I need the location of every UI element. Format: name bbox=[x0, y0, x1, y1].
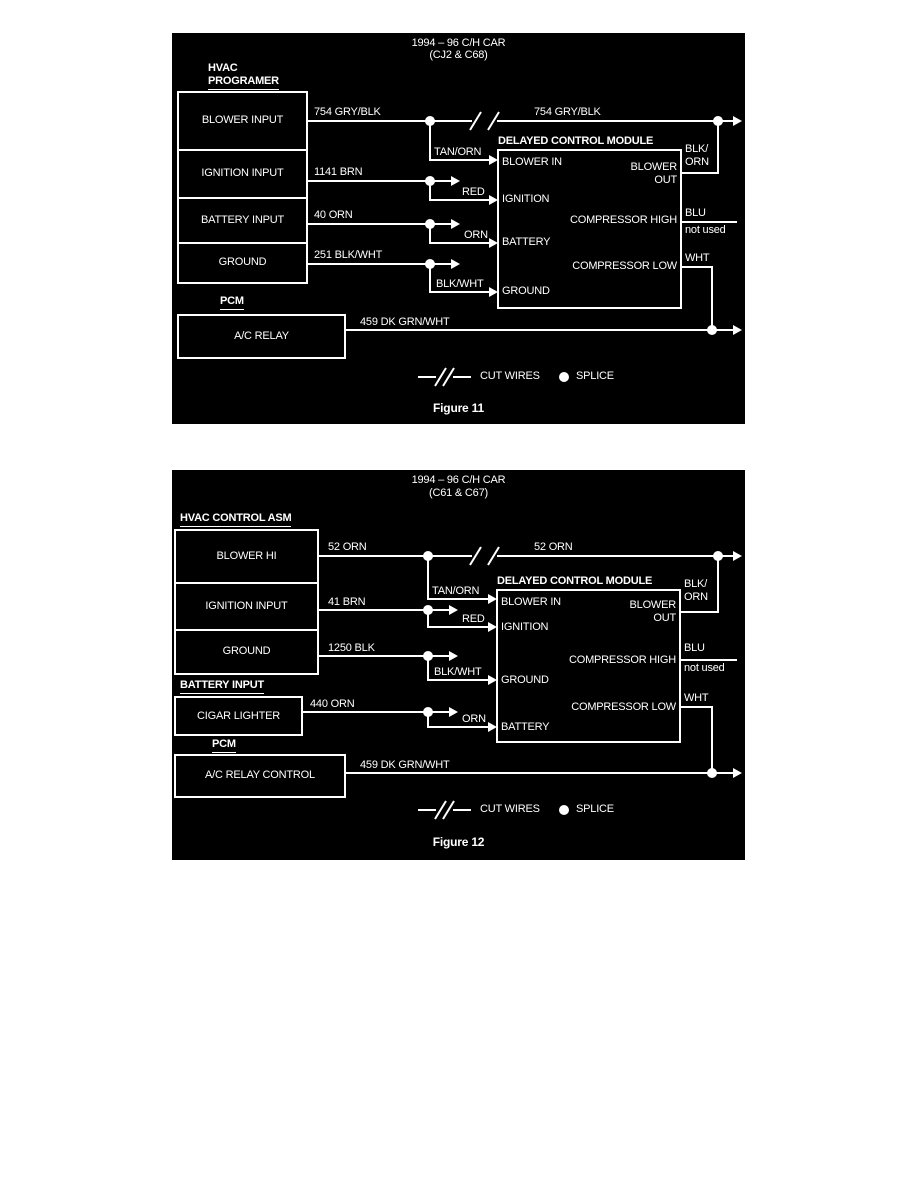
fig12-wire-label-blower-right: 52 ORN bbox=[534, 541, 573, 553]
fig12-wire-label-battery: 440 ORN bbox=[310, 698, 355, 710]
fig12-module-pin-battery: BATTERY bbox=[501, 721, 550, 733]
fig11-module-pin-battery: BATTERY bbox=[502, 236, 551, 248]
fig11-branch-label-orn: ORN bbox=[464, 229, 488, 241]
fig12-module-pin-compressor-high: COMPRESSOR HIGH bbox=[568, 654, 676, 666]
fig11-hvac-programmer-label: HVAC PROGRAMER bbox=[208, 62, 279, 90]
fig11-output-blk-orn-line1: BLK/ bbox=[685, 143, 709, 155]
fig12-wire-label-blower-left: 52 ORN bbox=[328, 541, 367, 553]
fig11-wire-label-ground: 251 BLK/WHT bbox=[314, 249, 383, 261]
fig11-module-pin-blower-out: BLOWER OUT bbox=[572, 161, 678, 187]
fig12-output-label-wht: WHT bbox=[684, 692, 709, 704]
fig11-module-pin-blower-out-line2: OUT bbox=[654, 174, 677, 186]
fig11-branch-label-red: RED bbox=[462, 186, 485, 198]
fig12-wire-label-ignition: 41 BRN bbox=[328, 596, 366, 608]
fig12-module-pin-blower-in: BLOWER IN bbox=[501, 596, 561, 608]
fig11-module-title: DELAYED CONTROL MODULE bbox=[498, 135, 653, 150]
fig11-module-pin-blower-out-line1: BLOWER bbox=[630, 161, 678, 173]
fig11-output-blk-orn-line2: ORN bbox=[685, 156, 709, 168]
fig12-title-line2: (C61 & C67) bbox=[429, 487, 488, 499]
fig11-wire-label-relay: 459 DK GRN/WHT bbox=[360, 316, 450, 328]
fig11-pin-battery-input: BATTERY INPUT bbox=[201, 214, 284, 226]
fig11-caption: Figure 11 bbox=[433, 401, 484, 415]
fig11-pin-ignition-input: IGNITION INPUT bbox=[201, 167, 284, 179]
fig12-hvac-control-asm-label: HVAC CONTROL ASM bbox=[180, 512, 292, 527]
fig11-branch-label-tan-orn: TAN/ORN bbox=[434, 146, 482, 158]
fig11-wire-label-blower-right: 754 GRY/BLK bbox=[534, 106, 601, 118]
fig12-branch-label-red: RED bbox=[462, 613, 485, 625]
fig11-hvac-label-line1: HVAC bbox=[208, 62, 238, 74]
fig11-pin-blower-input: BLOWER INPUT bbox=[201, 114, 284, 126]
fig12-component-boxes bbox=[174, 529, 681, 798]
fig12-wiring-layer bbox=[174, 529, 742, 820]
fig11-output-label-blk-orn: BLK/ ORN bbox=[685, 143, 709, 169]
fig11-module-pin-compressor-high: COMPRESSOR HIGH bbox=[569, 214, 677, 226]
fig12-wire-lines bbox=[302, 546, 737, 820]
fig12-pcm-label: PCM bbox=[212, 738, 236, 753]
fig11-module-pin-ground: GROUND bbox=[502, 285, 550, 297]
fig12-legend-cut-wires-label: CUT WIRES bbox=[480, 803, 540, 815]
fig11-hvac-label-line2: PROGRAMER bbox=[208, 75, 279, 90]
fig12-output-note-not-used: not used bbox=[684, 662, 725, 674]
fig11-legend-cut-wires-label: CUT WIRES bbox=[480, 370, 540, 382]
fig11-wire-label-ignition: 1141 BRN bbox=[314, 166, 363, 178]
fig11-legend-splice-label: SPLICE bbox=[576, 370, 614, 382]
fig11-output-label-blu: BLU bbox=[685, 207, 706, 219]
fig12-output-blk-orn-line2: ORN bbox=[684, 591, 708, 603]
fig11-output-label-wht: WHT bbox=[685, 252, 710, 264]
fig12-module-pin-blower-out-line1: BLOWER bbox=[629, 599, 677, 611]
fig12-module-pin-blower-out: BLOWER OUT bbox=[572, 599, 677, 625]
fig12-title-line1: 1994 – 96 C/H CAR bbox=[411, 474, 506, 486]
fig11-module-pin-blower-in: BLOWER IN bbox=[502, 156, 562, 168]
fig12-module-pin-blower-out-line2: OUT bbox=[653, 612, 676, 624]
fig12-cigar-lighter-box-label: CIGAR LIGHTER bbox=[197, 710, 280, 722]
fig12-battery-input-label: BATTERY INPUT bbox=[180, 679, 264, 694]
fig12-module-title: DELAYED CONTROL MODULE bbox=[497, 575, 652, 590]
fig12-splices-and-arrows bbox=[423, 551, 742, 815]
fig11-module-pin-ignition: IGNITION bbox=[502, 193, 550, 205]
fig11-pin-ground: GROUND bbox=[218, 256, 267, 268]
fig12-wire-label-ground: 1250 BLK bbox=[328, 642, 375, 654]
fig12-wire-label-relay: 459 DK GRN/WHT bbox=[360, 759, 450, 771]
figure-11-diagram-panel: 1994 – 96 C/H CAR (CJ2 & C68) HVAC PROGR… bbox=[172, 33, 745, 424]
fig12-branch-label-blk-wht: BLK/WHT bbox=[434, 666, 482, 678]
fig12-legend-splice-label: SPLICE bbox=[576, 803, 614, 815]
fig12-output-label-blu: BLU bbox=[684, 642, 705, 654]
fig11-branch-label-blk-wht: BLK/WHT bbox=[436, 278, 484, 290]
fig12-ac-relay-control-box-label: A/C RELAY CONTROL bbox=[205, 769, 315, 781]
fig12-module-pin-ignition: IGNITION bbox=[501, 621, 549, 633]
fig12-module-pin-ground: GROUND bbox=[501, 674, 549, 686]
fig11-ac-relay-box-label: A/C RELAY bbox=[234, 330, 289, 342]
fig12-branch-label-tan-orn: TAN/ORN bbox=[432, 585, 480, 597]
fig12-output-label-blk-orn: BLK/ ORN bbox=[684, 578, 708, 604]
fig12-pin-blower-hi: BLOWER HI bbox=[216, 550, 277, 562]
figure-12-diagram-panel: 1994 – 96 C/H CAR (C61 & C67) HVAC CONTR… bbox=[172, 470, 745, 860]
fig12-caption: Figure 12 bbox=[432, 835, 485, 849]
fig12-pin-ground: GROUND bbox=[222, 645, 271, 657]
fig11-wiring-layer bbox=[177, 91, 742, 387]
fig11-component-boxes bbox=[177, 91, 682, 359]
fig11-wire-label-battery: 40 ORN bbox=[314, 209, 353, 221]
fig11-wire-label-blower-left: 754 GRY/BLK bbox=[314, 106, 381, 118]
fig11-module-pin-compressor-low: COMPRESSOR LOW bbox=[572, 260, 677, 272]
fig12-module-pin-compressor-low: COMPRESSOR LOW bbox=[571, 701, 676, 713]
fig11-output-note-not-used: not used bbox=[685, 224, 726, 236]
fig11-title-line2: (CJ2 & C68) bbox=[429, 49, 488, 61]
fig12-branch-label-orn: ORN bbox=[462, 713, 486, 725]
fig11-pcm-label: PCM bbox=[220, 295, 244, 310]
fig12-pin-ignition-input: IGNITION INPUT bbox=[205, 600, 288, 612]
fig11-title-line1: 1994 – 96 C/H CAR bbox=[411, 37, 506, 49]
fig12-output-blk-orn-line1: BLK/ bbox=[684, 578, 708, 590]
fig11-splices-and-arrows bbox=[425, 116, 742, 382]
